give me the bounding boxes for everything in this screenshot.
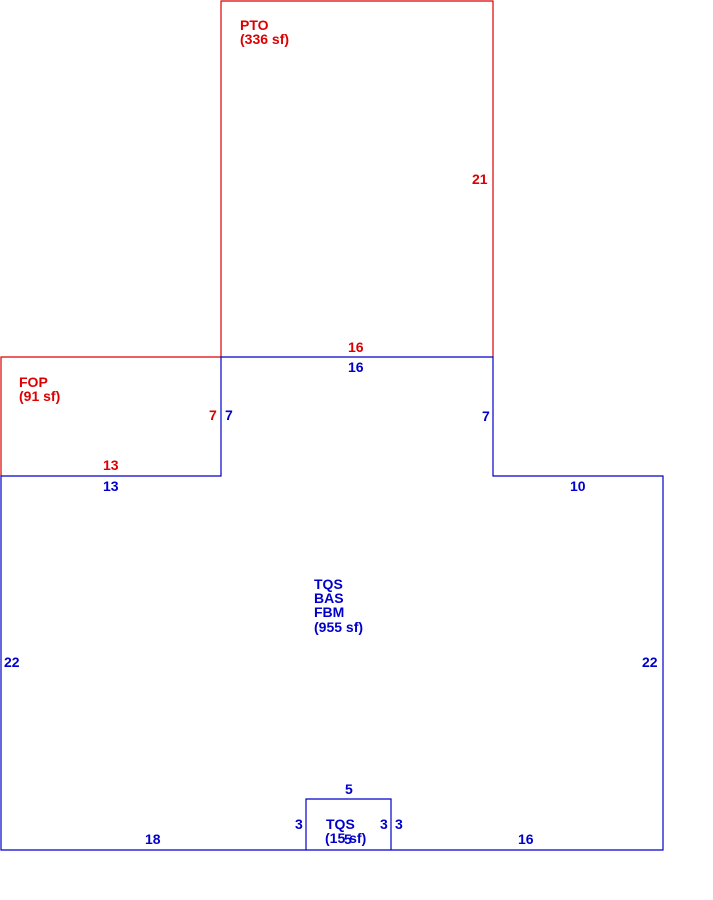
dim-tqs-right: 3 — [380, 816, 388, 832]
dim-tqs-top: 5 — [345, 781, 353, 797]
tqs-small-outline — [305, 798, 392, 850]
dim-pto-bottom: 16 — [348, 339, 364, 355]
pto-code-label: PTO — [240, 17, 269, 33]
dim-main-left: 22 — [4, 654, 20, 670]
fop-code-label: FOP — [19, 374, 48, 390]
pto-area-label: (336 sf) — [240, 31, 289, 47]
dim-tqs-bottom: 5 — [344, 831, 352, 847]
main-code-label-1: TQS — [314, 576, 343, 592]
pto-outline — [220, 0, 494, 357]
dim-main-bottom-right: 16 — [518, 831, 534, 847]
dim-main-right: 22 — [642, 654, 658, 670]
main-code-label-3: FBM — [314, 604, 344, 620]
dim-main-right-step: 10 — [570, 478, 586, 494]
main-building-outline — [0, 356, 664, 851]
dim-fop-right: 7 — [209, 407, 217, 423]
dim-pto-right: 21 — [472, 171, 488, 187]
fop-outline — [0, 356, 221, 476]
dim-main-left-upper: 7 — [225, 407, 233, 423]
tqs-small-area-label: (15 sf) — [325, 830, 366, 846]
dim-tqs-left: 3 — [295, 816, 303, 832]
main-code-label-2: BAS — [314, 590, 344, 606]
dim-main-bottom-left: 18 — [145, 831, 161, 847]
dim-main-under-fop: 13 — [103, 478, 119, 494]
dim-tqs-right-outer: 3 — [395, 816, 403, 832]
tqs-small-code-label: TQS — [326, 816, 355, 832]
main-area-label: (955 sf) — [314, 619, 363, 635]
dim-main-right-upper: 7 — [482, 408, 490, 424]
dim-main-top: 16 — [348, 359, 364, 375]
fop-area-label: (91 sf) — [19, 388, 60, 404]
dim-fop-bottom: 13 — [103, 457, 119, 473]
